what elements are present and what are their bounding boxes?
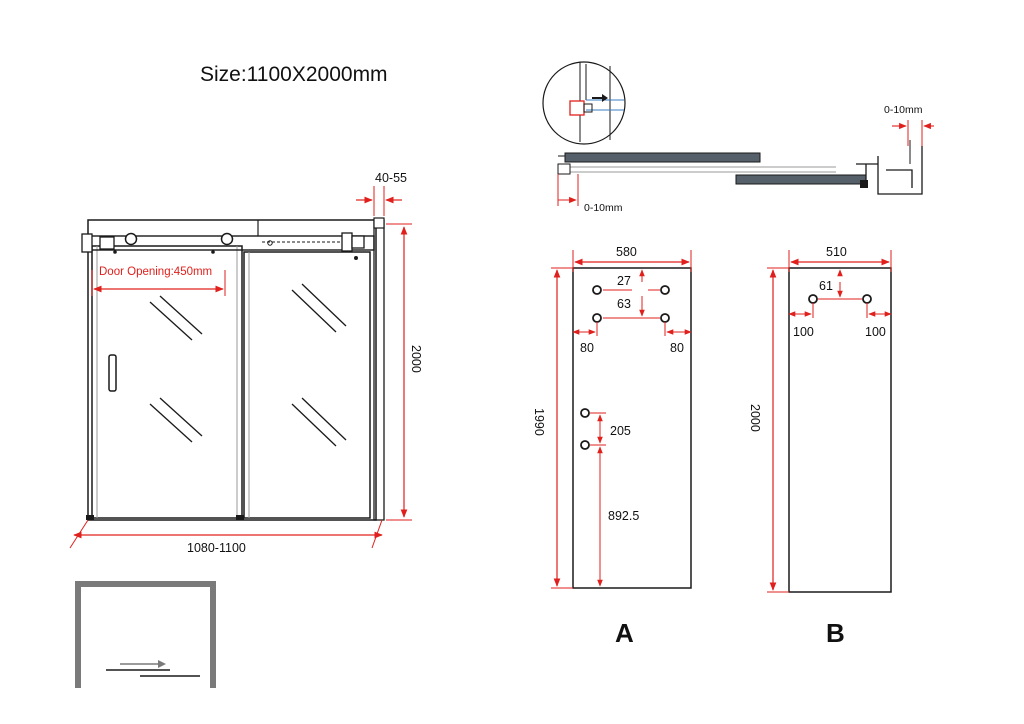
fixed-glass-panel xyxy=(243,251,371,519)
panel-a-handle-spacing: 205 xyxy=(610,424,631,438)
panel-b-drawing: 510 2000 61 100 100 B xyxy=(748,245,892,648)
right-gap-label: 0-10mm xyxy=(884,104,923,116)
wall-profile-section xyxy=(856,146,923,195)
panel-a-top-offset: 27 xyxy=(617,274,631,288)
fixed-frame xyxy=(87,219,377,521)
panel-a-outline xyxy=(572,267,692,589)
left-gap-label: 0-10mm xyxy=(584,202,623,214)
panel-b-top-offset: 61 xyxy=(819,279,833,293)
panel-b-width: 510 xyxy=(826,245,847,259)
door-opening-label: Door Opening:450mm xyxy=(99,266,212,278)
panel-a-hole-spacing: 63 xyxy=(617,297,631,311)
door-handle-icon xyxy=(108,354,117,392)
panel-a-handle-height: 892.5 xyxy=(608,509,639,523)
panel-b-letter: B xyxy=(826,618,845,648)
adjust-range-label: 40-55 xyxy=(375,171,407,185)
roller-left xyxy=(124,232,138,246)
panel-b-outline xyxy=(788,267,892,593)
panel-a-letter: A xyxy=(615,618,634,648)
sliding-door-panel xyxy=(91,245,243,519)
fixed-glass-section xyxy=(735,174,867,185)
page-title: Size:1100X2000mm xyxy=(200,63,388,86)
width-label: 1080-1100 xyxy=(187,541,246,555)
height-label: 2000 xyxy=(409,345,423,373)
panel-b-left-edge: 100 xyxy=(793,325,814,339)
panel-a-right-edge: 80 xyxy=(670,341,684,355)
slide-direction-arrow-icon xyxy=(592,94,608,102)
top-section-detail: 0-10mm 0-10mm xyxy=(542,61,934,214)
glass-reflection-lines xyxy=(149,283,347,447)
panel-a-width: 580 xyxy=(616,245,637,259)
panel-a-drawing: 580 1990 27 63 80 80 xyxy=(532,245,692,648)
slide-arrow-icon xyxy=(158,660,166,668)
panel-a-left-edge: 80 xyxy=(580,341,594,355)
roller-right xyxy=(220,232,234,246)
panel-b-right-edge: 100 xyxy=(865,325,886,339)
front-view: 40-55 Door Opening:450mm 2000 1080-1100 xyxy=(69,171,423,555)
panel-b-height: 2000 xyxy=(748,404,762,432)
plan-view-icon xyxy=(75,581,216,688)
panel-a-height: 1990 xyxy=(532,408,546,436)
sliding-glass-section xyxy=(564,152,761,163)
